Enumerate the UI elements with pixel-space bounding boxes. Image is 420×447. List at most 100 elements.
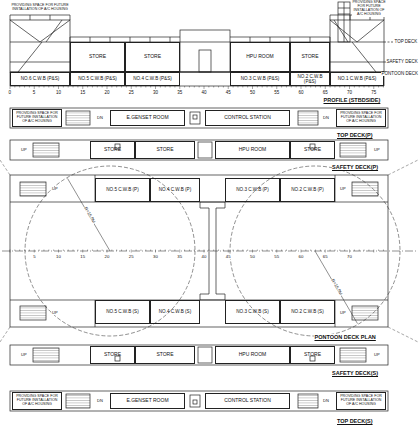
drawing-label: 35 [177, 91, 183, 96]
drawing-label: TOP DECK [394, 40, 418, 45]
drawing-label: PONTOON DECK [381, 72, 418, 77]
frame-tick [102, 250, 103, 252]
compartment-name: CONTROL STATION [224, 115, 271, 121]
compartment-box: STORE [125, 42, 180, 72]
compartment-box: CONTROL STATION [205, 110, 290, 126]
frame-tick [373, 250, 374, 253]
frame-tick [228, 86, 229, 89]
compartment-name: HPU ROOM [239, 147, 267, 153]
drawing-label: SAFETY DECK [386, 60, 418, 65]
frame-tick [14, 86, 15, 88]
frame-tick [383, 250, 384, 252]
frame-tick [170, 250, 171, 252]
frame-tick [344, 250, 345, 252]
frame-tick [339, 250, 340, 252]
frame-tick [247, 250, 248, 252]
drawing-label: 55 [274, 255, 280, 260]
drawing-label: 15 [80, 91, 86, 96]
view-title: TOP DECK(P) [337, 132, 374, 138]
drawing-label: 35 [177, 255, 183, 260]
drawing-label: DN [323, 399, 330, 403]
frame-tick [223, 250, 224, 252]
frame-tick [237, 250, 238, 252]
frame-tick [204, 250, 205, 253]
compartment-box: E.GENSET ROOM [110, 393, 185, 409]
drawing-label: PROVIDING SPACE FOR FUTURE INSTALLATION … [352, 1, 387, 17]
drawing-label: 60 [298, 91, 304, 96]
frame-tick [315, 86, 316, 88]
frame-tick [339, 86, 340, 88]
frame-tick [150, 250, 151, 252]
compartment-box: HPU ROOM [215, 346, 290, 364]
frame-tick [252, 250, 253, 253]
frame-tick [233, 86, 234, 88]
frame-tick [97, 250, 98, 252]
frame-tick [286, 250, 287, 252]
drawing-label: R=15.0M [329, 278, 342, 296]
drawing-label: 55 [274, 91, 280, 96]
compartment-box: NO.5 C.W.B (P&S) [70, 72, 125, 86]
compartment-box: NO.2 C.W.B (P&S) [290, 72, 330, 86]
compartment-name: STORE [301, 54, 318, 60]
frame-tick [213, 250, 214, 252]
drawing-label: 50 [250, 91, 256, 96]
frame-tick [29, 250, 30, 252]
frame-tick [131, 86, 132, 89]
frame-tick [48, 250, 49, 252]
frame-tick [320, 86, 321, 88]
drawing-label: R=15.0M [82, 206, 95, 224]
compartment-box: NO.4 C.W.B (P&S) [125, 72, 180, 86]
frame-tick [242, 250, 243, 252]
drawing-label: 30 [153, 255, 159, 260]
frame-tick [97, 86, 98, 88]
compartment-name: STORE [304, 352, 321, 358]
frame-tick [276, 250, 277, 253]
frame-tick [10, 250, 11, 253]
compartment-box: STORE [90, 141, 135, 159]
view-title: TOP DECK(S) [337, 418, 374, 424]
frame-tick [140, 86, 141, 88]
frame-tick [165, 250, 166, 252]
compartment-box: NO.2 C.W.B (S) [280, 300, 335, 324]
compartment-box: STORE [135, 141, 195, 159]
frame-tick [140, 250, 141, 252]
frame-tick [305, 86, 306, 88]
compartment-name: STORE [156, 352, 173, 358]
frame-tick [107, 250, 108, 253]
compartment-name: STORE [304, 147, 321, 153]
frame-tick [359, 86, 360, 88]
view-title: PONTOON DECK PLAN [314, 334, 376, 340]
frame-tick [68, 86, 69, 88]
compartment-name: NO.5 C.W.B (P) [106, 187, 138, 192]
frame-tick [184, 250, 185, 252]
compartment-box: PROVIDING SPACE FOR FUTURE INSTALLATION … [12, 392, 62, 410]
drawing-label: 40 [201, 255, 207, 260]
frame-tick [194, 250, 195, 252]
frame-tick [68, 250, 69, 252]
drawing-label: UP [52, 311, 59, 315]
frame-tick [378, 86, 379, 88]
drawing-label: 50 [250, 255, 256, 260]
frame-tick [145, 86, 146, 88]
compartment-box: PROVIDING SPACE FOR FUTURE INSTALLATION … [12, 109, 62, 127]
frame-tick [150, 86, 151, 88]
frame-tick [34, 86, 35, 89]
compartment-box: HPU ROOM [215, 141, 290, 159]
drawing-label: 30 [153, 91, 159, 96]
frame-tick [174, 250, 175, 252]
frame-tick [359, 250, 360, 252]
frame-tick [208, 250, 209, 252]
compartment-box: E.GENSET ROOM [110, 110, 185, 126]
compartment-box: STORE [135, 346, 195, 364]
compartment-name: NO.3 C.W.B (S) [236, 309, 268, 314]
frame-tick [334, 250, 335, 252]
compartment-box: NO.3 C.W.B (P&S) [230, 72, 290, 86]
frame-tick [281, 86, 282, 88]
frame-tick [82, 86, 83, 89]
frame-tick [121, 86, 122, 88]
drawing-label: 10 [56, 91, 62, 96]
frame-tick [145, 250, 146, 252]
frame-tick [126, 250, 127, 252]
frame-tick [199, 86, 200, 88]
frame-tick [24, 86, 25, 88]
